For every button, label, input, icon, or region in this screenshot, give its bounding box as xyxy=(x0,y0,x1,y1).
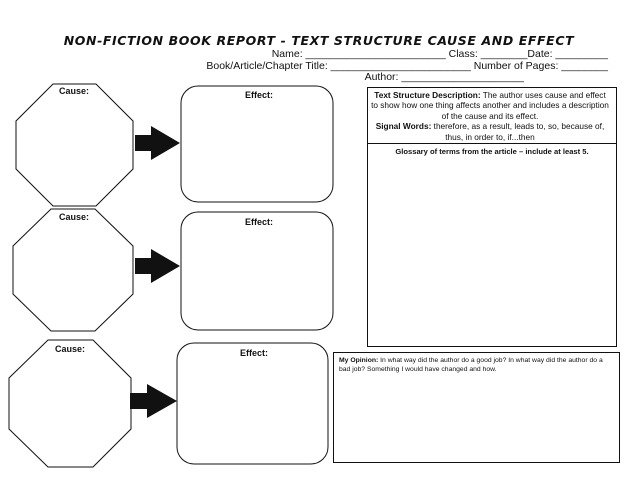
effect-box-1[interactable] xyxy=(180,85,334,203)
glossary-heading: Glossary of terms from the article – inc… xyxy=(395,147,589,156)
cause-octagon-3[interactable] xyxy=(8,339,132,468)
cause-octagon-1[interactable] xyxy=(15,83,134,207)
page-title: NON-FICTION BOOK REPORT - TEXT STRUCTURE… xyxy=(63,33,575,48)
opinion-text: In what way did the author do a good job… xyxy=(339,357,603,373)
description-box xyxy=(367,87,617,144)
cause-octagon-2[interactable] xyxy=(12,208,134,332)
signal-words-heading: Signal Words: xyxy=(375,121,432,132)
description-heading: Text Structure Description: xyxy=(374,90,481,100)
description-text: The author uses cause and effect to show… xyxy=(371,90,609,121)
glossary-box[interactable] xyxy=(367,143,617,347)
opinion-heading: My Opinion: xyxy=(339,357,379,364)
cause-label-1: Cause: xyxy=(59,86,90,96)
opinion-box[interactable] xyxy=(333,352,620,463)
title-pages-line[interactable]: Book/Article/Chapter Title: ____________… xyxy=(206,60,608,72)
text-structure-description: Text Structure Description: The author u… xyxy=(370,90,610,142)
effect-label-1: Effect: xyxy=(245,90,274,100)
effect-box-2[interactable] xyxy=(180,211,334,331)
author-line[interactable]: Author: _____________________ xyxy=(364,71,524,83)
arrow-right-icon xyxy=(135,126,180,160)
arrow-right-icon xyxy=(135,249,180,283)
cause-label-3: Cause: xyxy=(55,344,86,354)
name-class-date-line[interactable]: Name: ________________________ Class: __… xyxy=(271,48,608,60)
cause-label-2: Cause: xyxy=(59,212,90,222)
arrow-right-icon xyxy=(130,384,177,418)
signal-words-text: therefore, as a result, leads to, so, be… xyxy=(433,121,605,142)
effect-box-3[interactable] xyxy=(176,342,329,465)
effect-label-3: Effect: xyxy=(240,348,269,358)
effect-label-2: Effect: xyxy=(245,217,274,227)
opinion-prompt: My Opinion: In what way did the author d… xyxy=(339,356,611,374)
